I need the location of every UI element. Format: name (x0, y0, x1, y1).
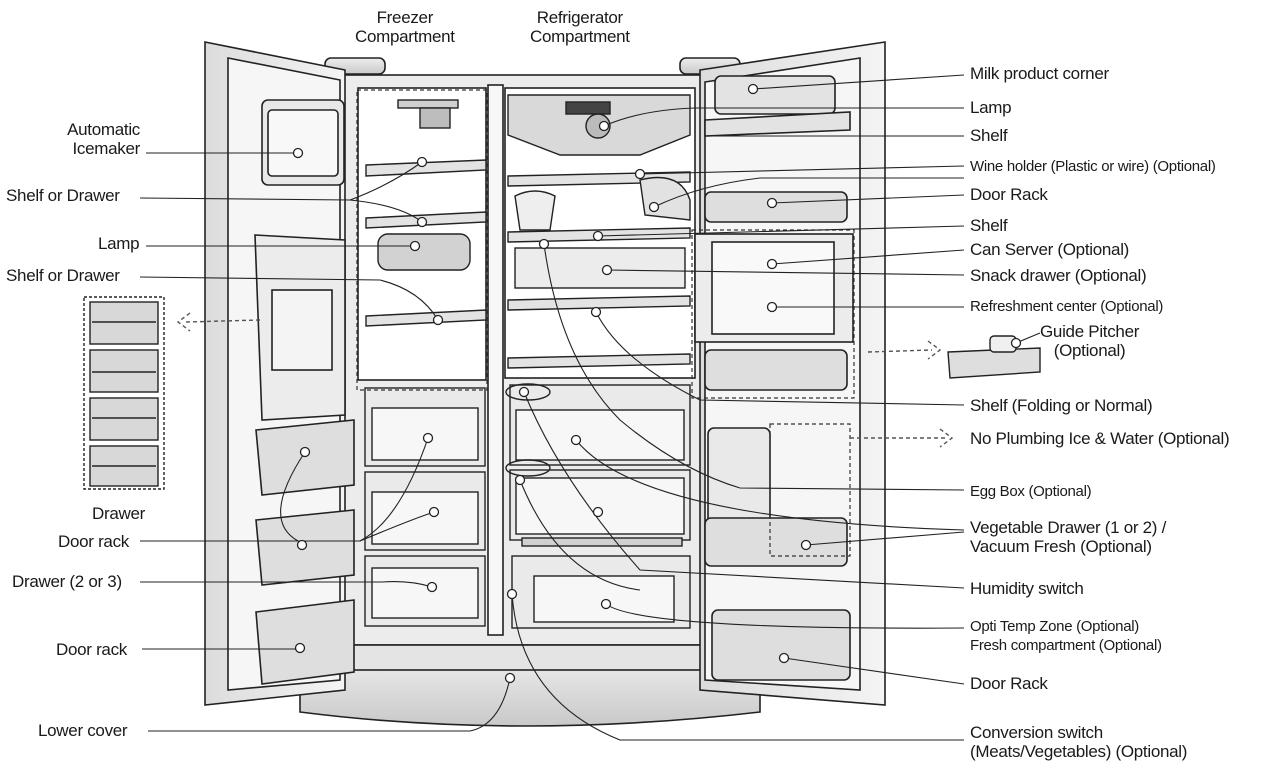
drawer-label: Drawer (92, 504, 145, 523)
egg-box-label: Egg Box (Optional) (970, 483, 1092, 500)
snack-drawer-label: Snack drawer (Optional) (970, 266, 1147, 285)
no-plumbing-label: No Plumbing Ice & Water (Optional) (970, 429, 1230, 448)
humidity-switch-label: Humidity switch (970, 579, 1084, 598)
lamp-label-right: Lamp (970, 98, 1012, 117)
conversion-switch-label: Conversion switch(Meats/Vegetables) (Opt… (970, 723, 1188, 761)
can-server-label: Can Server (Optional) (970, 240, 1130, 259)
leader-lines (139, 74, 1041, 741)
lower-cover-label: Lower cover (38, 721, 128, 740)
refrigerator-parts (505, 94, 691, 629)
shelf-label-2: Shelf (970, 216, 1008, 235)
right-door (694, 41, 886, 706)
no-plumbing-boundary (769, 423, 851, 557)
door-rack-label-left-1: Door rack (58, 532, 129, 551)
lamp-label-left: Lamp (98, 234, 140, 253)
dashed-arrows (176, 312, 954, 448)
vegetable-drawer-label: Vegetable Drawer (1 or 2) /Vacuum Fresh … (970, 518, 1166, 556)
freezer-parts (364, 99, 487, 627)
door-rack-label-right-1: Door Rack (970, 185, 1048, 204)
guide-pitcher-label: Guide Pitcher(Optional) (1040, 322, 1140, 360)
refreshment-boundary (691, 229, 855, 399)
shelf-folding-label: Shelf (Folding or Normal) (970, 396, 1153, 415)
drawer-panel (83, 296, 165, 490)
milk-product-corner-label: Milk product corner (970, 64, 1109, 83)
freezer-boundary (356, 89, 488, 391)
callout-dots (292, 83, 1022, 684)
door-rack-label-right-2: Door Rack (970, 674, 1048, 693)
opti-temp-zone-label: Opti Temp Zone (Optional)Fresh compartme… (970, 618, 1162, 654)
refreshment-center-label: Refreshment center (Optional) (970, 298, 1164, 315)
shelf-label-1: Shelf (970, 126, 1008, 145)
guide-pitcher-illustration (947, 335, 1041, 379)
wine-holder-label: Wine holder (Plastic or wire) (Optional) (970, 158, 1216, 175)
left-door (204, 41, 355, 706)
drawer-2-or-3-label: Drawer (2 or 3) (12, 572, 122, 591)
door-rack-label-left-2: Door rack (56, 640, 127, 659)
shelf-or-drawer-label-2: Shelf or Drawer (6, 266, 120, 285)
shelf-or-drawer-label-1: Shelf or Drawer (6, 186, 120, 205)
